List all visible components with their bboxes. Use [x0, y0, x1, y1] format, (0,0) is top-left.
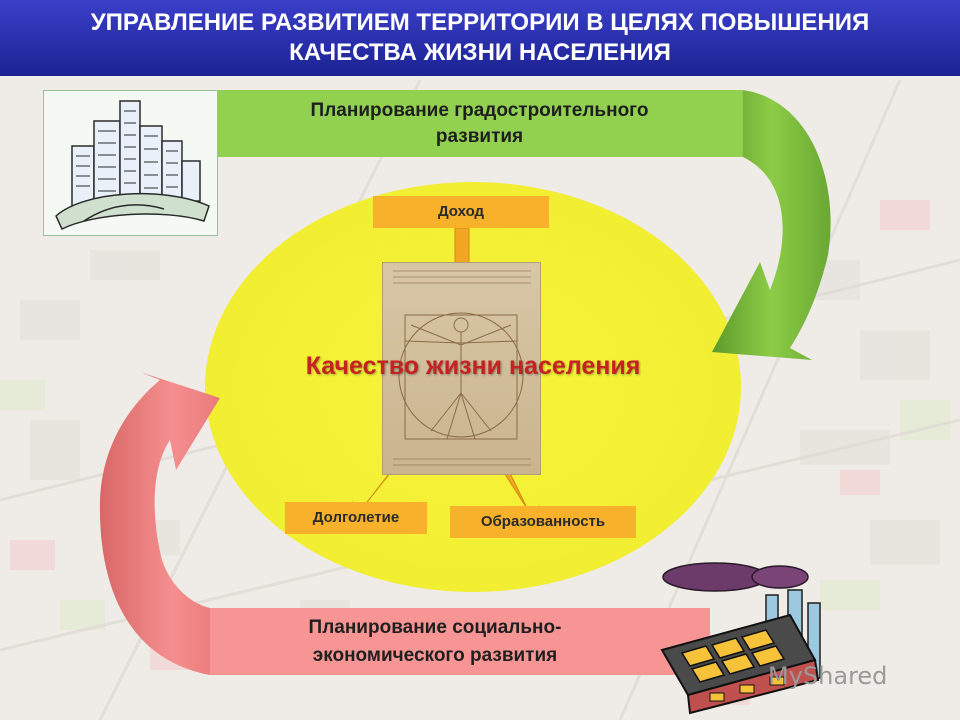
income-box: Доход — [373, 196, 549, 228]
header-line-1: УПРАВЛЕНИЕ РАЗВИТИЕМ ТЕРРИТОРИИ В ЦЕЛЯХ … — [90, 9, 870, 36]
factory-illustration — [660, 562, 821, 715]
socioeconomic-planning-line-1: Планирование социально- — [308, 617, 562, 638]
urban-planning-line-1: Планирование градостроительного — [310, 100, 649, 121]
green-cycle-arrow — [712, 90, 831, 360]
page-header: УПРАВЛЕНИЕ РАЗВИТИЕМ ТЕРРИТОРИИ В ЦЕЛЯХ … — [0, 0, 960, 76]
longevity-box: Долголетие — [285, 502, 427, 534]
city-illustration — [43, 90, 218, 236]
urban-planning-line-2: развития — [435, 126, 524, 147]
vitruvian-man-icon — [393, 270, 531, 466]
socioeconomic-planning-line-2: экономического развития — [312, 645, 558, 666]
city-drawing-icon — [55, 100, 210, 231]
smoke-icon — [662, 562, 809, 592]
education-box: Образованность — [450, 506, 636, 538]
socioeconomic-planning-bar: Планирование социально- экономического р… — [210, 608, 710, 675]
quality-of-life-title: Качество жизни населения — [305, 352, 641, 380]
red-cycle-arrow — [99, 372, 220, 675]
watermark: MyShared — [768, 662, 888, 690]
header-line-2: КАЧЕСТВА ЖИЗНИ НАСЕЛЕНИЯ — [289, 39, 671, 66]
urban-planning-bar: Планирование градостроительного развития — [216, 90, 743, 157]
vitruvian-man-image — [383, 263, 540, 474]
